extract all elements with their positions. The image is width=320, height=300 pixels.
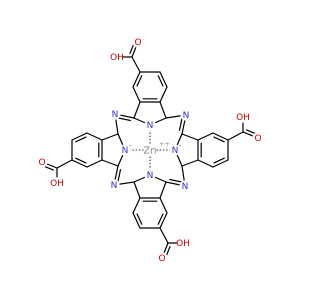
double-bond-inner-line (136, 213, 143, 225)
double-bond-inner-line (213, 136, 225, 143)
double-bond (212, 159, 229, 168)
single-bond (159, 197, 168, 214)
double-bond (159, 212, 168, 229)
double-bond (212, 132, 229, 141)
hydroxyl-group-label-backdrop (111, 51, 123, 63)
single-bond (197, 132, 214, 141)
carbonyl-oxygen-atom-label-backdrop (252, 132, 264, 144)
nitrogen-atom-label-backdrop (144, 169, 156, 181)
carbonyl-oxygen-atom: O (158, 254, 165, 264)
meso-nitrogen-atom: N (182, 182, 189, 192)
carbonyl-oxygen-atom-label-backdrop (36, 156, 48, 168)
nitrogen-negative-charge: - (129, 141, 132, 149)
hydroxyl-group: OH (236, 113, 250, 123)
hydroxyl-group-label-backdrop (177, 237, 189, 249)
single-bond (101, 159, 119, 167)
meso-nitrogen-atom-label-backdrop (180, 109, 192, 121)
zinc-charge: ++ (159, 140, 170, 148)
single-bond (181, 133, 199, 141)
double-bond (159, 71, 168, 88)
single-bond (133, 181, 141, 199)
single-bond (131, 56, 141, 73)
single-bond (159, 101, 167, 119)
single-bond (132, 197, 141, 214)
single-bond (133, 101, 141, 119)
single-bond (159, 86, 168, 103)
hydroxyl-group-label-backdrop (237, 111, 249, 123)
double-bond-inner-line (75, 157, 87, 164)
double-bond-inner-line (169, 178, 184, 183)
double-bond-inner-line (157, 213, 164, 225)
carbonyl-oxygen-atom: O (38, 158, 45, 168)
double-bond-inner-line (75, 136, 87, 143)
meso-nitrogen-atom: N (183, 111, 190, 121)
bond-layer (41, 41, 259, 259)
nitrogen-atom: N (147, 121, 154, 131)
anionic-nitrogen-atom-label-backdrop (169, 144, 181, 156)
hydroxyl-group: OH (110, 53, 124, 63)
single-bond (159, 181, 167, 199)
zinc-atom: Zn (143, 146, 156, 157)
nitrogen-atom-label-backdrop (144, 119, 156, 131)
hydroxyl-group: OH (176, 239, 190, 249)
single-bond (101, 133, 119, 141)
carbonyl-oxygen-atom: O (134, 38, 141, 48)
carbonyl-oxygen-atom-label-backdrop (156, 252, 168, 264)
nitrogen-atom: N (147, 171, 154, 181)
hydroxyl-group: OH (50, 179, 64, 189)
double-bond-inner-line (116, 117, 131, 122)
double-bond-inner-line (213, 157, 225, 164)
single-bond (86, 159, 103, 168)
meso-nitrogen-atom: N (111, 181, 118, 191)
double-bond (132, 71, 141, 88)
anionic-nitrogen-atom: N (172, 146, 179, 156)
single-bond (181, 159, 199, 167)
single-bond (132, 86, 141, 103)
nitrogen-negative-charge: - (179, 141, 182, 149)
anionic-nitrogen-atom: N (122, 146, 129, 156)
meso-nitrogen-atom-label-backdrop (108, 179, 120, 191)
single-bond (86, 132, 103, 141)
double-bond-inner-line (178, 116, 183, 131)
meso-nitrogen-atom-label-backdrop (109, 108, 121, 120)
double-bond (71, 159, 88, 168)
meso-nitrogen-atom: N (112, 110, 119, 120)
single-bond (197, 159, 214, 168)
hydroxyl-group-label-backdrop (51, 177, 63, 189)
meso-nitrogen-atom-label-backdrop (179, 180, 191, 192)
double-bond (132, 212, 141, 229)
zinc-atom-label-backdrop (143, 143, 157, 157)
double-bond-inner-line (157, 75, 164, 87)
double-bond-inner-line (136, 75, 143, 87)
single-bond (56, 159, 73, 169)
double-bond (71, 132, 88, 141)
carbonyl-oxygen-atom-label-backdrop (132, 36, 144, 48)
single-bond (159, 227, 169, 244)
double-bond-inner-line (117, 169, 122, 184)
single-bond (227, 131, 244, 141)
anionic-nitrogen-atom-label-backdrop (119, 144, 131, 156)
carbonyl-oxygen-atom: O (254, 134, 261, 144)
